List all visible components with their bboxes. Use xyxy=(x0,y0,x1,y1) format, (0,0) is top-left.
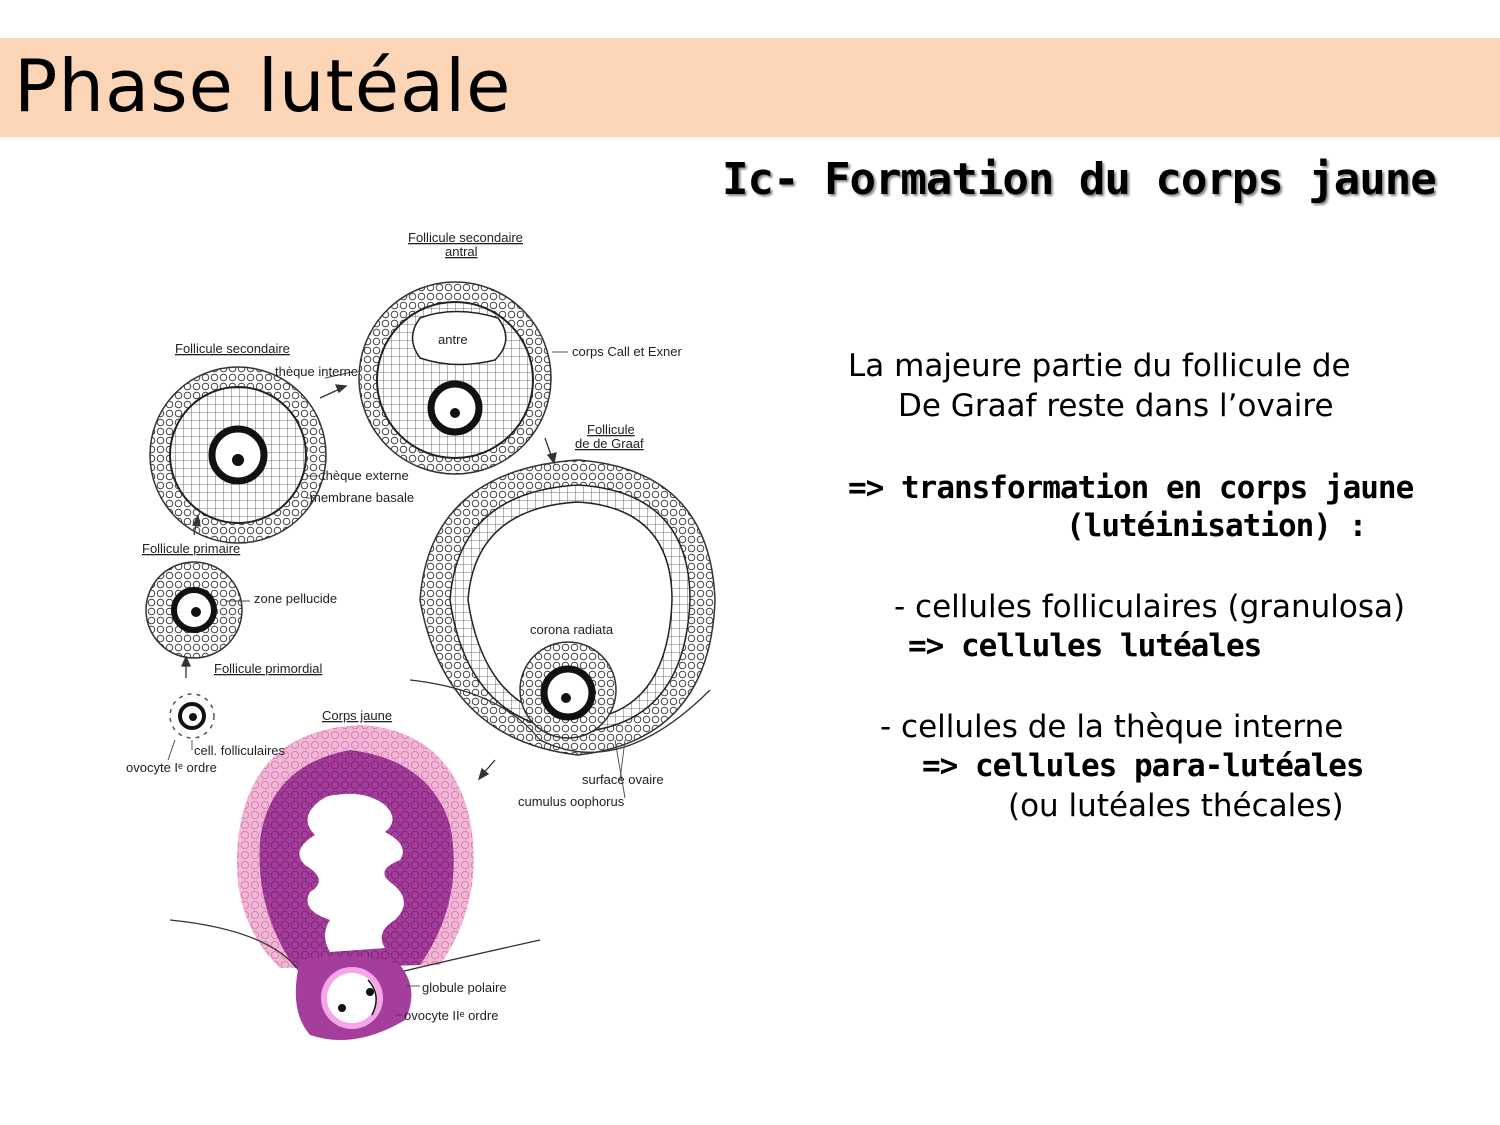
transform-line-1: => transformation en corps jaune xyxy=(848,470,1414,506)
label-globule-polaire: globule polaire xyxy=(422,980,507,995)
label-surface-ovaire: surface ovaire xyxy=(582,772,664,787)
label-ovocyte-1: ovocyte Iᵉ ordre xyxy=(126,760,217,775)
secondary-follicle xyxy=(149,366,327,544)
corpus-luteum xyxy=(169,725,541,1040)
bullet-2-line-1: - cellules de la thèque interne xyxy=(880,709,1344,745)
label-theque-interne: thèque interne xyxy=(275,364,358,379)
label-leaders xyxy=(167,351,626,1016)
label-cell-folliculaires: cell. folliculaires xyxy=(194,743,286,758)
intro-line-2: De Graaf reste dans l’ovaire xyxy=(898,388,1334,424)
label-follicule-primaire: Follicule primaire xyxy=(142,541,240,556)
development-arrows xyxy=(180,384,557,781)
primary-follicle xyxy=(145,561,243,659)
graafian-follicle xyxy=(409,459,716,756)
title-bar: Phase lutéale xyxy=(0,38,1500,137)
antral-follicle xyxy=(358,281,552,475)
label-zone-pellucide: zone pellucide xyxy=(254,591,337,606)
bullet-1-line-2: => cellules lutéales xyxy=(908,628,1262,664)
bullet-2-line-3: (ou lutéales thécales) xyxy=(1008,788,1344,824)
label-follicule-de-graaf-2: de de Graaf xyxy=(575,436,644,451)
label-corona-radiata: corona radiata xyxy=(530,622,614,637)
primordial-follicle xyxy=(169,693,215,739)
slide-title: Phase lutéale xyxy=(14,44,512,128)
label-antre: antre xyxy=(438,332,468,347)
label-follicule-secondaire-antral-1: Follicule secondaire xyxy=(408,230,523,245)
label-follicule-primordial: Follicule primordial xyxy=(214,661,322,676)
label-corps-jaune: Corps jaune xyxy=(322,708,392,723)
intro-line-1: La majeure partie du follicule de xyxy=(848,348,1351,384)
transform-line-2: (lutéinisation) : xyxy=(1066,508,1367,544)
label-theque-externe: thèque externe xyxy=(322,468,409,483)
label-ovocyte-2: ovocyte IIᵉ ordre xyxy=(404,1008,498,1023)
label-corps-call-exner: corps Call et Exner xyxy=(572,344,682,359)
label-membrane-basale: membrane basale xyxy=(310,490,414,505)
label-follicule-secondaire: Follicule secondaire xyxy=(175,341,290,356)
label-follicule-de-graaf-1: Follicule xyxy=(587,422,635,437)
bullet-2-line-2: => cellules para-lutéales xyxy=(922,748,1365,784)
label-follicule-secondaire-antral-2: antral xyxy=(445,244,478,259)
bullet-1-line-1: - cellules folliculaires (granulosa) xyxy=(894,589,1406,625)
label-cumulus-oophorus: cumulus oophorus xyxy=(518,794,625,809)
slide-subtitle: Ic- Formation du corps jaune xyxy=(722,154,1437,205)
follicle-development-diagram: Follicule secondaire antral antre corps … xyxy=(126,230,716,1040)
